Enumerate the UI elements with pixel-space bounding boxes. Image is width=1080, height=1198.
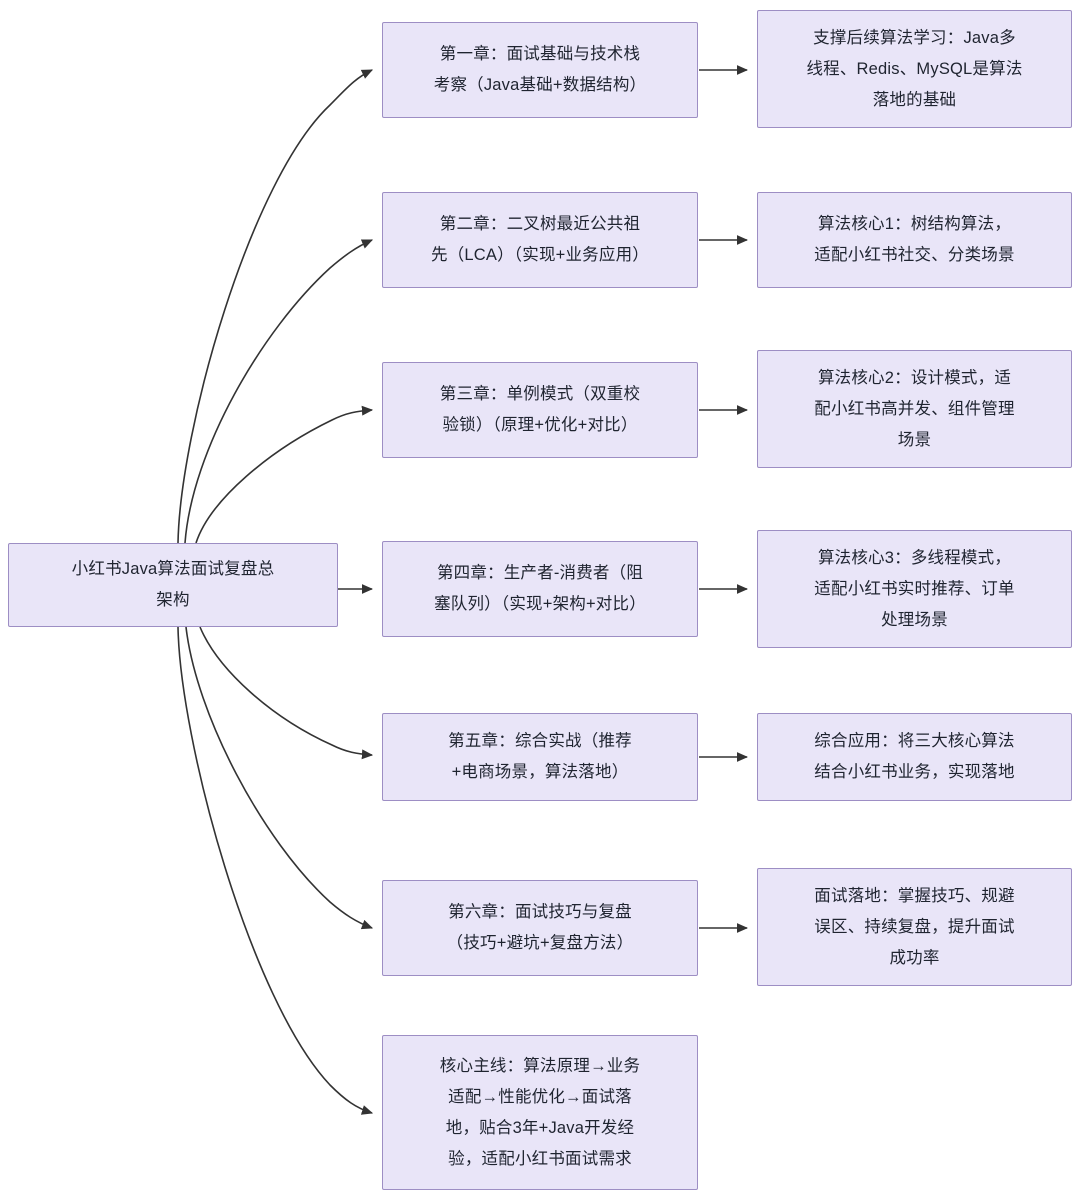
node-chapter-1[interactable]: 第一章：面试基础与技术栈 考察（Java基础+数据结构） xyxy=(382,22,698,118)
node-chapter-3[interactable]: 第三章：单例模式（双重校 验锁）（原理+优化+对比） xyxy=(382,362,698,458)
node-chapter-6-label: 第六章：面试技巧与复盘 （技巧+避坑+复盘方法） xyxy=(446,903,634,952)
node-outcome-5[interactable]: 综合应用：将三大核心算法 结合小红书业务，实现落地 xyxy=(757,713,1072,801)
node-chapter-4-label: 第四章：生产者-消费者（阻 塞队列）（实现+架构+对比） xyxy=(434,564,646,613)
node-outcome-6[interactable]: 面试落地：掌握技巧、规避 误区、持续复盘，提升面试 成功率 xyxy=(757,868,1072,986)
node-outcome-4-label: 算法核心3：多线程模式， 适配小红书实时推荐、订单 处理场景 xyxy=(814,548,1015,629)
node-outcome-4[interactable]: 算法核心3：多线程模式， 适配小红书实时推荐、订单 处理场景 xyxy=(757,530,1072,648)
node-mainline-label: 核心主线：算法原理→业务 适配→性能优化→面试落 地，贴合3年+Java开发经 … xyxy=(439,1056,641,1168)
node-chapter-5-label: 第五章：综合实战（推荐 +电商场景，算法落地） xyxy=(448,732,632,781)
edge-root-to-ch5 xyxy=(199,626,374,760)
node-mainline[interactable]: 核心主线：算法原理→业务 适配→性能优化→面试落 地，贴合3年+Java开发经 … xyxy=(382,1035,698,1190)
node-chapter-1-label: 第一章：面试基础与技术栈 考察（Java基础+数据结构） xyxy=(433,45,647,94)
node-outcome-1[interactable]: 支撑后续算法学习：Java多 线程、Redis、MySQL是算法 落地的基础 xyxy=(757,10,1072,128)
node-outcome-2[interactable]: 算法核心1：树结构算法， 适配小红书社交、分类场景 xyxy=(757,192,1072,288)
node-root-label: 小红书Java算法面试复盘总 架构 xyxy=(71,560,275,609)
node-outcome-1-label: 支撑后续算法学习：Java多 线程、Redis、MySQL是算法 落地的基础 xyxy=(806,28,1023,109)
edge-root-to-mainline xyxy=(177,626,374,1115)
node-root[interactable]: 小红书Java算法面试复盘总 架构 xyxy=(8,543,338,627)
node-outcome-5-label: 综合应用：将三大核心算法 结合小红书业务，实现落地 xyxy=(814,732,1015,781)
edges-from-root xyxy=(177,69,374,1115)
edges-chapter-to-outcome xyxy=(699,65,749,933)
node-outcome-3[interactable]: 算法核心2：设计模式，适 配小红书高并发、组件管理 场景 xyxy=(757,350,1072,468)
node-chapter-2[interactable]: 第二章：二叉树最近公共祖 先（LCA）（实现+业务应用） xyxy=(382,192,698,288)
node-chapter-5[interactable]: 第五章：综合实战（推荐 +电商场景，算法落地） xyxy=(382,713,698,801)
node-chapter-4[interactable]: 第四章：生产者-消费者（阻 塞队列）（实现+架构+对比） xyxy=(382,541,698,637)
edge-root-to-ch6 xyxy=(185,626,374,930)
node-outcome-2-label: 算法核心1：树结构算法， 适配小红书社交、分类场景 xyxy=(814,215,1015,264)
edge-root-to-ch2 xyxy=(184,239,374,544)
node-chapter-6[interactable]: 第六章：面试技巧与复盘 （技巧+避坑+复盘方法） xyxy=(382,880,698,976)
node-chapter-2-label: 第二章：二叉树最近公共祖 先（LCA）（实现+业务应用） xyxy=(431,215,649,264)
edge-root-to-ch1 xyxy=(177,69,374,544)
node-chapter-3-label: 第三章：单例模式（双重校 验锁）（原理+优化+对比） xyxy=(439,385,641,434)
edge-root-to-ch3 xyxy=(195,405,374,544)
node-outcome-3-label: 算法核心2：设计模式，适 配小红书高并发、组件管理 场景 xyxy=(814,368,1015,449)
node-outcome-6-label: 面试落地：掌握技巧、规避 误区、持续复盘，提升面试 成功率 xyxy=(814,886,1015,967)
